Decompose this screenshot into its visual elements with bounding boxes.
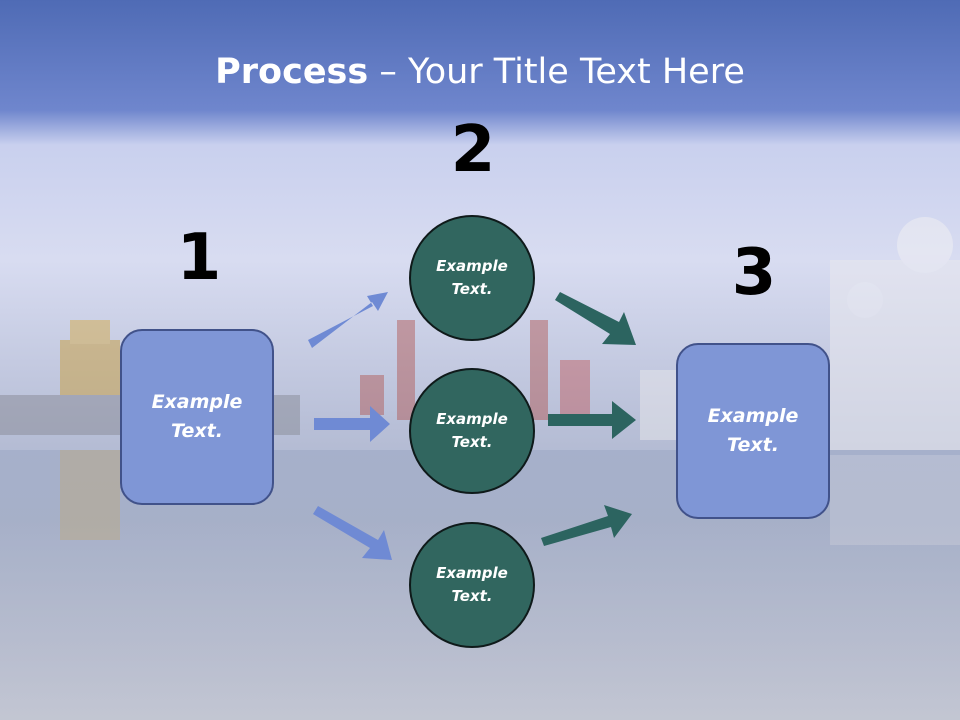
arrow-down-right (555, 292, 636, 345)
title-rest: – Your Title Text Here (368, 52, 745, 92)
step-number-1: 1 (176, 221, 222, 295)
step-number-2: 2 (450, 113, 496, 187)
step-circle-bottom: Example Text. (409, 522, 535, 648)
step-circle-top: Example Text. (409, 215, 535, 341)
step-box-1: Example Text. (120, 329, 274, 505)
slide-title: Process – Your Title Text Here (0, 52, 960, 92)
teal-arrows (541, 292, 636, 546)
arrow-middle-right (548, 401, 636, 439)
title-bold: Process (215, 52, 369, 92)
arrow-middle-left (314, 406, 390, 442)
arrow-down-left (313, 506, 392, 560)
step-box-3: Example Text. (676, 343, 830, 519)
step-number-3: 3 (731, 236, 777, 310)
arrow-up-left (308, 292, 388, 348)
arrow-up-right (541, 505, 632, 546)
blue-arrows (308, 292, 392, 560)
step-circle-middle: Example Text. (409, 368, 535, 494)
